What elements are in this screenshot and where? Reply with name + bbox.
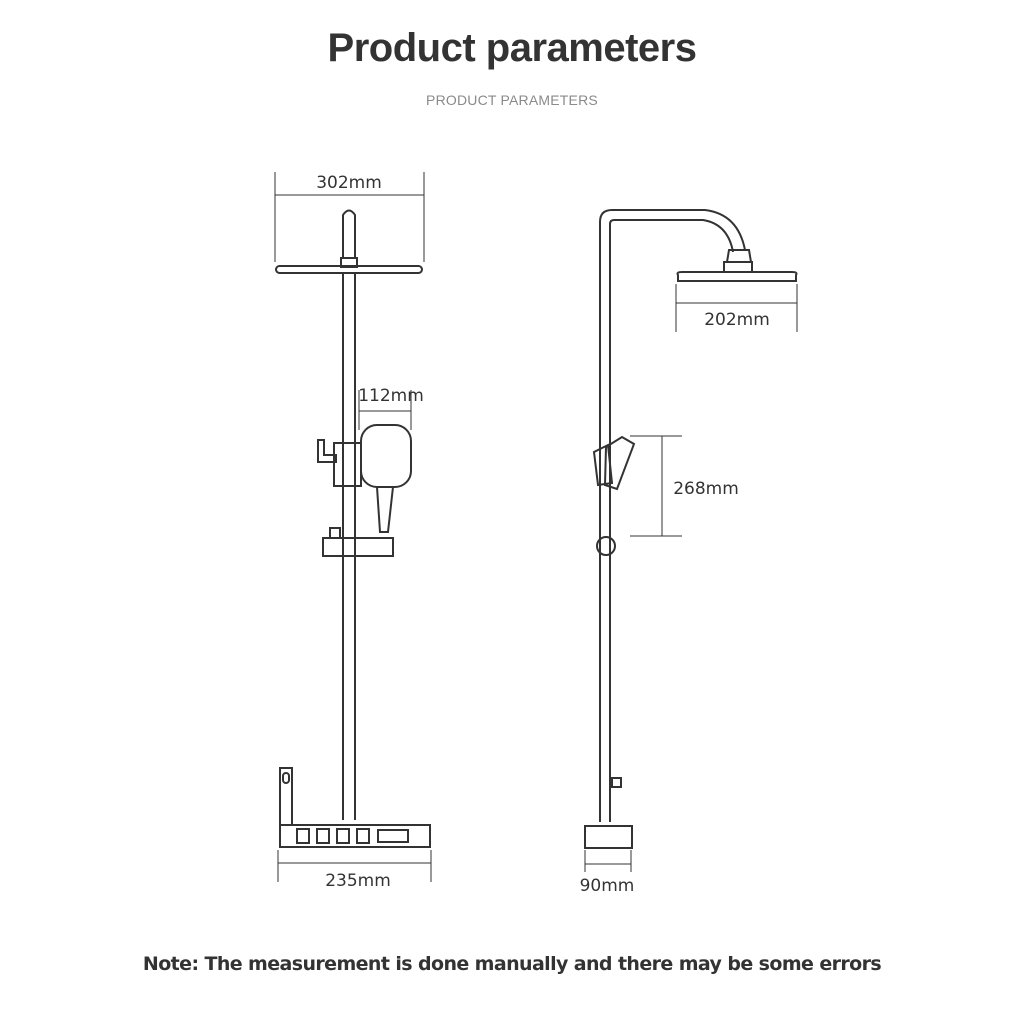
dimension-handset-width <box>358 390 412 430</box>
label-head-width: 202mm <box>704 310 770 330</box>
side-handset-holder <box>592 443 614 487</box>
front-handset <box>360 424 412 488</box>
side-view <box>584 209 798 872</box>
side-base <box>584 825 633 849</box>
label-handset-width: 112mm <box>358 386 424 406</box>
dimension-head-width <box>675 284 798 332</box>
front-pipe-top <box>342 209 356 258</box>
label-base-width: 235mm <box>325 871 391 891</box>
side-slider-knob <box>596 536 616 556</box>
label-handset-height: 268mm <box>673 479 739 499</box>
label-top-width: 302mm <box>316 173 382 193</box>
page-title: Product parameters <box>327 26 697 70</box>
front-handset-grip <box>376 486 394 533</box>
side-handset <box>603 435 636 491</box>
dimension-side-base-width <box>584 850 632 872</box>
side-pipe-inner <box>609 219 734 822</box>
front-bottom-handset <box>279 767 293 826</box>
front-head-connector <box>340 257 358 268</box>
front-mixer-body <box>333 442 362 487</box>
front-control-panel <box>279 824 431 848</box>
footer-note: Note: The measurement is done manually a… <box>142 953 882 975</box>
dimension-handset-height <box>630 435 682 537</box>
label-side-base-width: 90mm <box>580 876 635 896</box>
page-subtitle: PRODUCT PARAMETERS <box>426 92 598 108</box>
dimension-top-width <box>274 172 425 262</box>
front-lever-handle <box>317 439 337 463</box>
dimension-base-width <box>277 850 432 882</box>
side-head-connector <box>725 249 753 263</box>
side-pipe-outer <box>599 209 746 822</box>
side-shower-head <box>676 271 798 282</box>
front-soap-tray <box>322 537 394 557</box>
front-view <box>274 172 432 882</box>
